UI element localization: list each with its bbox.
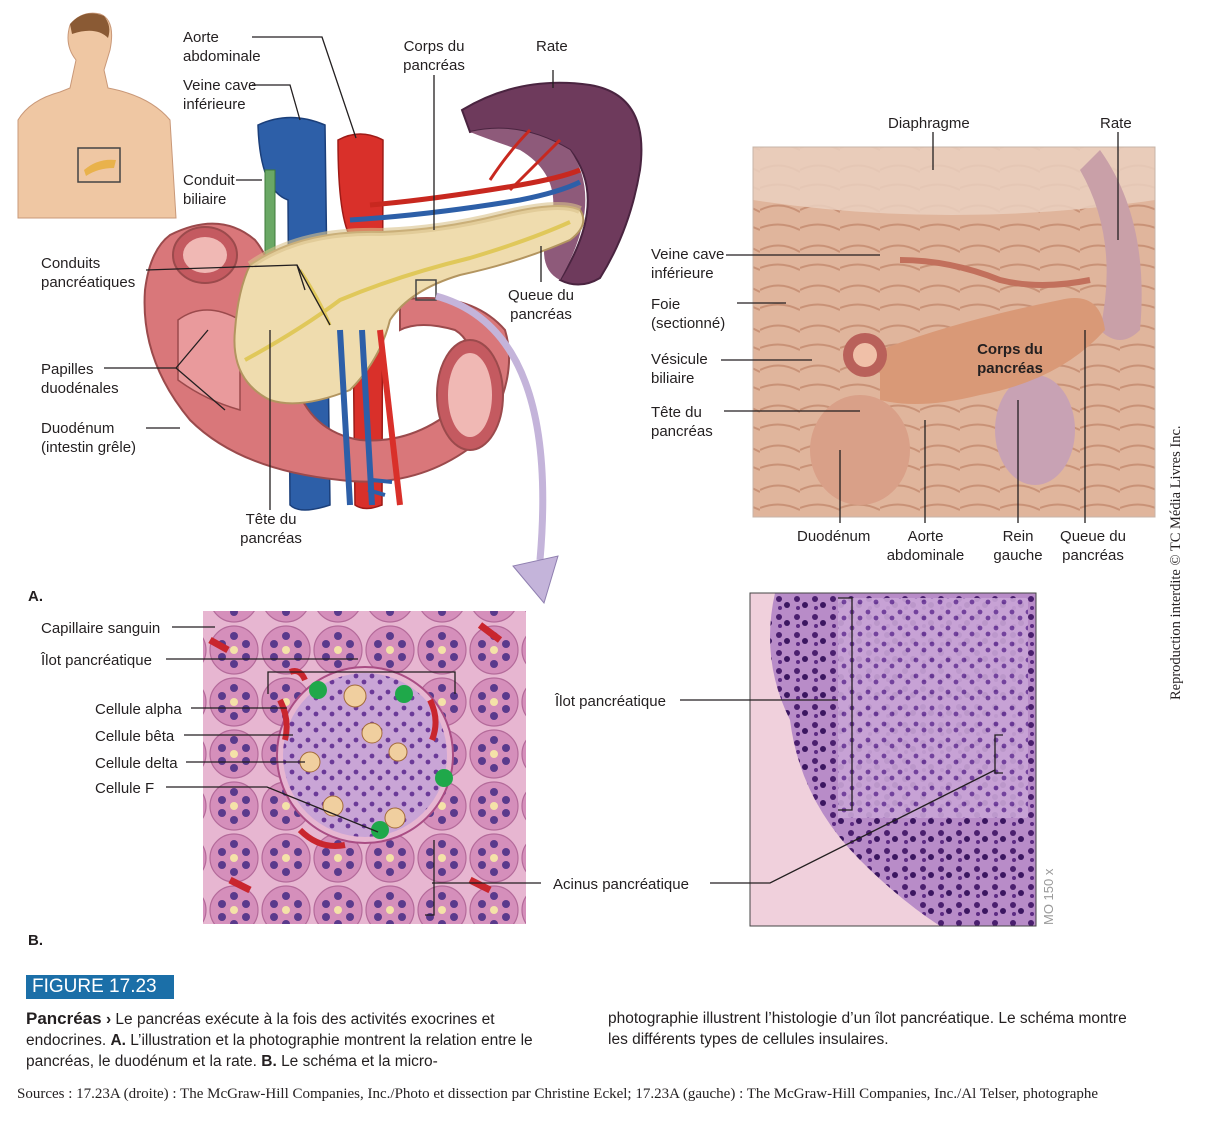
label-photo-duodenum: Duodénum: [797, 528, 871, 545]
label-cellule-f: Cellule F: [95, 780, 155, 797]
figure-number-tag: FIGURE 17.23: [26, 975, 174, 999]
label-photo-aorte: Aorte abdominale: [886, 528, 965, 564]
sources-credit: Sources : 17.23A (droite) : The McGraw-H…: [17, 1086, 1099, 1102]
caption-text-b1: Le schéma et la micro-: [281, 1053, 438, 1070]
label-ilot-pancreatique: Îlot pancréatique: [41, 652, 152, 669]
caption-b-marker: B.: [261, 1053, 277, 1070]
caption-text-a: L’illustration et la photographie montre…: [26, 1032, 533, 1070]
copyright-notice: Reproduction interdite © TC Média Livres…: [1168, 425, 1184, 700]
label-micro-ilot: Îlot pancréatique: [555, 693, 666, 710]
dissection-photo: [752, 146, 1156, 518]
panel-b-letter: B.: [28, 932, 43, 949]
label-photo-corps: Corps du pancréas: [977, 341, 1043, 377]
label-cellule-alpha: Cellule alpha: [95, 701, 182, 718]
label-conduits-pancreatiques: Conduits pancréatiques: [41, 255, 136, 291]
caption-arrow: ›: [105, 1011, 112, 1028]
label-conduit-biliaire: Conduit biliaire: [183, 172, 235, 208]
label-photo-tete: Tête du pancréas: [651, 404, 713, 440]
label-duodenum-intestin: Duodénum (intestin grêle): [41, 420, 137, 456]
caption-text-intro: Le pancréas exécute à la fois des activi…: [26, 1011, 495, 1049]
islet-micrograph: [749, 592, 1037, 927]
caption-a-marker: A.: [110, 1032, 126, 1049]
human-body-inset: [17, 8, 177, 219]
caption-column-2: photographie illustrent l’histologie d’u…: [608, 1010, 1127, 1048]
pancreas-illustration: [143, 81, 643, 605]
label-queue-pancreas: Queue du pancréas: [508, 287, 574, 323]
label-magnification: MO 150 x: [1041, 868, 1056, 925]
label-photo-queue: Queue du pancréas: [1060, 528, 1126, 564]
label-veine-cave-inferieure: Veine cave inférieure: [183, 77, 257, 113]
label-acinus-pancreatique: Acinus pancréatique: [553, 876, 689, 893]
islet-schematic: [203, 611, 526, 924]
caption-column-1: Pancréas › Le pancréas exécute à la fois…: [26, 1008, 556, 1072]
caption-title: Pancréas: [26, 1009, 102, 1028]
label-tete-pancreas: Tête du pancréas: [240, 511, 302, 547]
label-photo-rein: Rein gauche: [993, 528, 1043, 564]
label-photo-diaphragme: Diaphragme: [888, 115, 970, 132]
label-rate: Rate: [536, 38, 568, 55]
panel-a-letter: A.: [28, 588, 43, 605]
label-photo-foie: Foie (sectionné): [651, 296, 726, 332]
label-photo-vesicule: Vésicule biliaire: [651, 351, 708, 387]
label-aorte-abdominale: Aorte abdominale: [183, 29, 261, 65]
label-photo-rate: Rate: [1100, 115, 1132, 132]
label-papilles-duodenales: Papilles duodénales: [41, 361, 119, 397]
label-cellule-delta: Cellule delta: [95, 755, 178, 772]
label-capillaire-sanguin: Capillaire sanguin: [41, 620, 161, 637]
leader-lines: [104, 36, 1119, 916]
label-cellule-beta: Cellule bêta: [95, 728, 175, 745]
label-photo-veine-cave: Veine cave inférieure: [651, 246, 725, 282]
label-corps-pancreas: Corps du pancréas: [403, 38, 465, 74]
